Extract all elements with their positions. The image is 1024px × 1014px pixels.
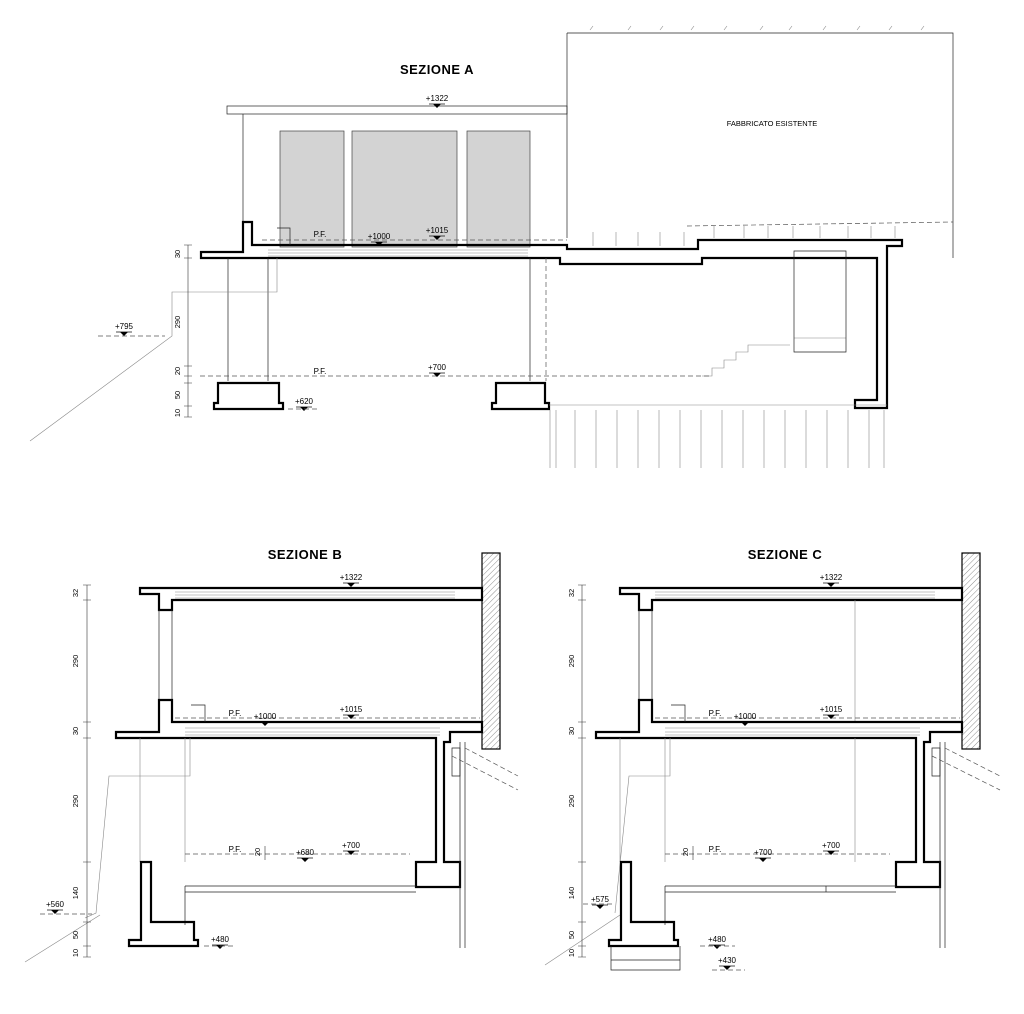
dim-label: 30 xyxy=(567,727,576,735)
retaining-wall-b xyxy=(481,552,501,750)
dim-label: 20 xyxy=(173,367,182,375)
footing-a1 xyxy=(212,381,285,411)
dim-label: 290 xyxy=(71,795,80,808)
dim-label: 32 xyxy=(71,589,80,597)
roof-slab-b xyxy=(138,586,484,612)
level-roof-a: +1322 xyxy=(426,94,449,103)
terrain-line-b xyxy=(24,914,101,963)
roof-slab-c xyxy=(618,586,964,612)
section-a: SEZIONE A FABBRICATO ESISTENTE +1322 P.F… xyxy=(29,25,954,468)
footing-c xyxy=(607,860,680,948)
level-roof-c: +1322 xyxy=(820,573,843,582)
glass-panel xyxy=(466,130,531,248)
pf-label: P.F. xyxy=(709,845,722,854)
level-terrain-c: +575 xyxy=(591,895,610,904)
dim-label: 140 xyxy=(71,887,80,900)
glass-panel xyxy=(351,130,458,248)
level-foot-b: +480 xyxy=(211,935,230,944)
dim-label: 32 xyxy=(567,589,576,597)
dimensions-c: 32 290 30 290 140 50 10 xyxy=(567,584,586,958)
level-foot-c: +480 xyxy=(708,935,727,944)
footing-a2 xyxy=(490,381,551,411)
dim-label: 10 xyxy=(567,949,576,957)
dim-label: 290 xyxy=(71,655,80,668)
level-floor-b: +1000 xyxy=(254,712,277,721)
roof-slab xyxy=(226,105,568,115)
glass-panel xyxy=(279,130,345,248)
dim-label: 290 xyxy=(173,316,182,329)
level-floor2-b: +1015 xyxy=(340,705,363,714)
level-ground-a: +700 xyxy=(428,363,447,372)
pf-label: P.F. xyxy=(229,845,242,854)
floor-slab-b xyxy=(114,698,484,889)
section-b-title: SEZIONE B xyxy=(268,547,343,562)
floor-slab-a xyxy=(199,220,904,410)
terrain-line-a xyxy=(29,258,278,442)
level-foot2-c: +430 xyxy=(718,956,737,965)
retaining-wall-c xyxy=(961,552,981,750)
level-foot-a: +620 xyxy=(295,397,314,406)
level-terrain-a: +795 xyxy=(115,322,134,331)
floor-slab-c xyxy=(594,698,964,889)
level-ground2-c: +700 xyxy=(754,848,773,857)
terrain-line-c xyxy=(544,914,621,966)
level-ground2-b: +680 xyxy=(296,848,315,857)
section-c-title: SEZIONE C xyxy=(748,547,823,562)
level-terrain-b: +560 xyxy=(46,900,65,909)
level-floor-c: +1000 xyxy=(734,712,757,721)
dim-label: 290 xyxy=(567,655,576,668)
dim-label: 50 xyxy=(567,931,576,939)
dim-label: 30 xyxy=(71,727,80,735)
level-roof-b: +1322 xyxy=(340,573,363,582)
level-floor2-c: +1015 xyxy=(820,705,843,714)
dim-label: 10 xyxy=(71,949,80,957)
level-ground-c: +700 xyxy=(822,841,841,850)
pf-label: P.F. xyxy=(229,709,242,718)
pf-label: P.F. xyxy=(314,230,327,239)
existing-building: FABBRICATO ESISTENTE xyxy=(566,25,954,258)
section-b: SEZIONE B +1322 P.F. +1000 +1015 +560 xyxy=(24,547,519,963)
level-floor-a: +1000 xyxy=(368,232,391,241)
dim-label: 10 xyxy=(173,409,182,417)
dimensions-b: 32 290 30 290 140 50 10 xyxy=(71,584,91,958)
dim-label: 20 xyxy=(681,848,690,856)
dim-label: 30 xyxy=(173,250,182,258)
existing-building-label: FABBRICATO ESISTENTE xyxy=(727,119,818,128)
section-a-title: SEZIONE A xyxy=(400,62,474,77)
section-c: SEZIONE C +1322 P.F. +1000 +1015 +575 P.… xyxy=(544,547,1001,971)
footing-b xyxy=(127,860,200,948)
pf-label: P.F. xyxy=(709,709,722,718)
dim-label: 290 xyxy=(567,795,576,808)
level-floor2-a: +1015 xyxy=(426,226,449,235)
dimensions-a: 30 290 20 50 10 xyxy=(173,244,192,418)
dim-label: 20 xyxy=(253,848,262,856)
level-ground-b: +700 xyxy=(342,841,361,850)
dim-label: 140 xyxy=(567,887,576,900)
dim-label: 50 xyxy=(173,391,182,399)
pf-label: P.F. xyxy=(314,367,327,376)
dim-label: 50 xyxy=(71,931,80,939)
